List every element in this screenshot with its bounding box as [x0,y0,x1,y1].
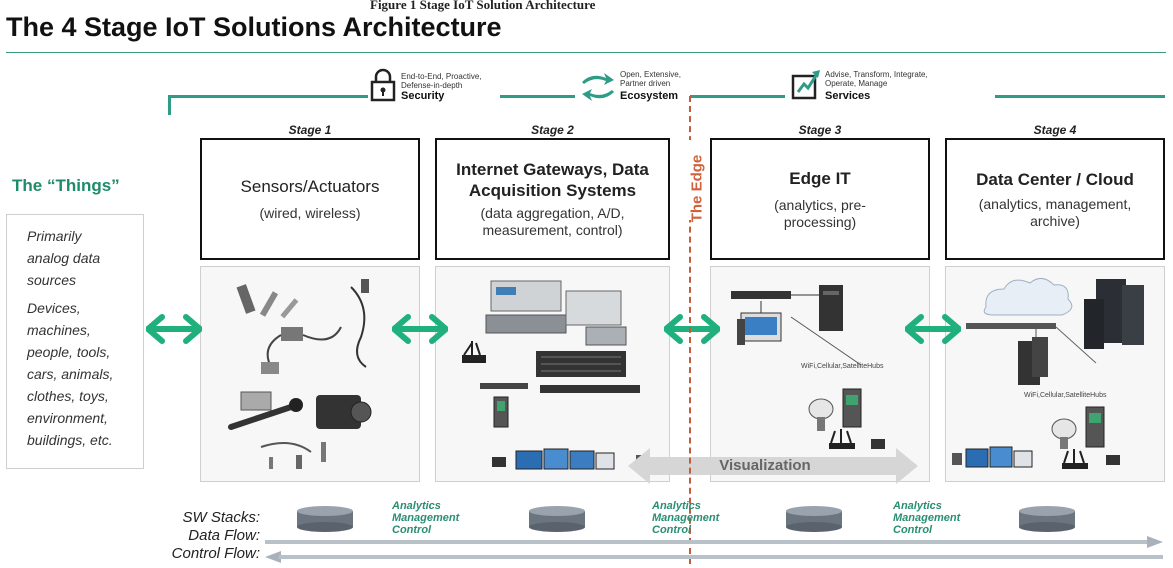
page-title: The 4 Stage IoT Solutions Architecture [6,12,502,42]
things-box: Primarily analog data sources Devices, m… [6,214,144,469]
stage-label-1: Stage 1 [288,123,332,137]
things-line: machines, [27,322,91,338]
things-line: clothes, toys, [27,388,109,404]
edge-label-bg [684,140,696,220]
pillar-security-name: Security [401,90,445,102]
control-label: Control [392,524,432,536]
things-line: Devices, [27,300,81,316]
management-label: Management [893,512,961,524]
figure-caption-cut: Figure 1 Stage IoT Solution Architecture [370,0,596,12]
management-label: Management [652,512,720,524]
analytics-label: Analytics [652,500,701,512]
analytics-group-2: Analytics Management Control [652,500,719,536]
stage-box-3: Edge IT (analytics, pre-processing) [710,138,930,260]
pillar-bracket-left-tick [168,95,171,115]
pillar-security-desc: End-to-End, Proactive, Defense-in-depth [401,72,482,90]
stage-3-devices-panel: WiFi,Cellular,SatelliteHubs [710,266,930,482]
sw-stack-disk-2 [527,505,587,538]
stage-box-1: Sensors/Actuators (wired, wireless) [200,138,420,260]
stage-3-title: Edge IT [789,168,851,188]
datacenter-devices-illustration: WiFi,Cellular,SatelliteHubs [952,278,1144,469]
things-title: The “Things” [12,176,120,195]
pillar-ecosystem-desc: Open, Extensive, Partner driven [620,70,681,88]
data-flow-label: Data Flow: [188,527,260,544]
control-flow-arrow [265,550,1165,568]
gateways-devices-illustration [462,280,646,470]
ecosystem-arrows-icon [578,70,618,109]
things-line: people, tools, [27,344,111,360]
double-arrow-stage1-stage2 [391,314,449,349]
pillar-bracket-line [995,95,1165,98]
pillar-bracket-line [500,95,575,98]
things-line: environment, [27,410,108,426]
things-line: analog data [27,250,101,266]
things-line: Primarily [27,228,82,244]
data-flow-arrow [265,535,1165,553]
sensors-devices-illustration [228,279,372,469]
pillar-bracket-line [168,95,368,98]
stage-2-title: Internet Gateways, Data Acquisition Syst… [456,160,649,200]
sw-stacks-label: SW Stacks: [182,509,260,526]
stage-3-hub-label: WiFi,Cellular,SatelliteHubs [801,363,884,370]
stage-4-subtitle: (analytics, management, archive) [978,195,1132,229]
sw-stack-disk-1 [295,505,355,538]
analytics-group-1: Analytics Management Control [392,500,459,536]
pillar-ecosystem: Open, Extensive, Partner driven Ecosyste… [620,70,700,102]
title-rule [6,52,1166,53]
stage-4-devices-panel: WiFi,Cellular,SatelliteHubs [945,266,1165,482]
things-line: cars, animals, [27,366,114,382]
visualization-arrow [628,446,918,486]
lock-icon [370,68,396,107]
things-line: buildings, etc. [27,432,113,448]
sw-stack-disk-4 [1017,505,1077,538]
stage-4-title: Data Center / Cloud [976,169,1134,189]
stage-label-2: Stage 2 [531,123,574,137]
sw-stack-disk-3 [784,505,844,538]
visualization-label: Visualization [719,457,811,474]
things-line: sources [27,272,77,288]
pillar-services-desc: Advise, Transform, Integrate, Operate, M… [825,70,928,88]
stage-1-subtitle: (wired, wireless) [259,205,361,221]
edge-divider-line [689,96,691,564]
management-label: Management [392,512,460,524]
analytics-group-3: Analytics Management Control [893,500,960,536]
stage-label-4: Stage 4 [1033,123,1077,137]
stage-4-hub-label: WiFi,Cellular,SatelliteHubs [1024,392,1107,399]
pillar-ecosystem-name: Ecosystem [620,90,679,102]
services-chart-icon [790,66,822,107]
double-arrow-things-stage1 [145,314,203,349]
stage-2-subtitle: (data aggregation, A/D, measurement, con… [480,205,625,238]
pillar-security: End-to-End, Proactive, Defense-in-depth … [401,72,511,102]
edge-it-devices-illustration: WiFi,Cellular,SatelliteHubs [731,285,885,449]
control-label: Control [652,524,692,536]
stage-box-2: Internet Gateways, Data Acquisition Syst… [435,138,670,260]
double-arrow-stage2-stage3 [663,314,721,349]
pillar-services-name: Services [825,90,871,102]
stage-1-title: Sensors/Actuators [240,177,380,196]
stage-2-devices-panel [435,266,670,482]
stage-label-3: Stage 3 [798,123,842,137]
double-arrow-stage3-stage4 [904,314,962,349]
stage-1-devices-panel [200,266,420,482]
edge-label: The Edge [688,154,706,223]
pillar-bracket-line [690,95,785,98]
analytics-label: Analytics [392,500,441,512]
control-label: Control [893,524,933,536]
analytics-label: Analytics [893,500,942,512]
control-flow-label: Control Flow: [171,545,260,562]
stage-3-subtitle: (analytics, pre-processing) [774,196,866,230]
pillar-services: Advise, Transform, Integrate, Operate, M… [825,70,995,102]
bottom-legend: SW Stacks: Data Flow: Control Flow: [110,509,260,563]
stage-box-4: Data Center / Cloud (analytics, manageme… [945,138,1165,260]
